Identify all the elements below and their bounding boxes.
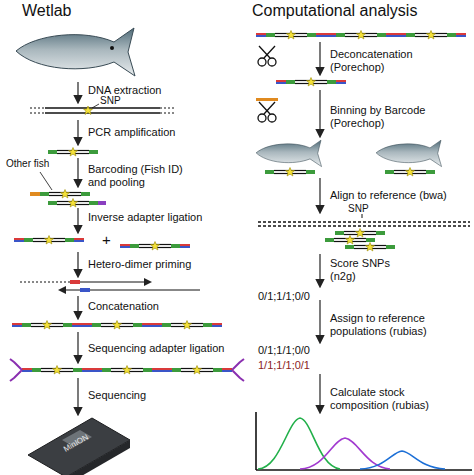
plus-sign: +	[102, 231, 111, 248]
callout-label: Other fish	[6, 158, 49, 170]
raw-read	[256, 31, 466, 40]
step-label: Score SNPs (n2g)	[330, 257, 396, 282]
binned-fish	[256, 140, 321, 166]
salmon-illustration	[16, 28, 135, 76]
genotype-string: 1/1;1/1;0/1	[258, 359, 310, 372]
step-label: DNA extraction	[88, 84, 161, 97]
genotype-string: 0/1;1/1;0/0	[258, 290, 310, 303]
snp-label: SNP	[348, 203, 369, 215]
binned-fish	[376, 140, 441, 166]
single-read	[276, 78, 346, 87]
step-label: Assign to reference populations (rubias)	[330, 312, 442, 337]
step-label: PCR amplification	[88, 126, 175, 139]
step-label: Sequencing adapter ligation	[88, 342, 224, 355]
fish-eye	[110, 46, 114, 50]
column-heading: Wetlab	[22, 2, 72, 20]
step-label: Inverse adapter ligation	[88, 211, 202, 224]
step-label: Align to reference (bwa)	[330, 189, 447, 202]
snp-label: SNP	[100, 95, 121, 107]
step-label: Concatenation	[88, 300, 159, 313]
step-arrows	[77, 82, 78, 414]
binned-read	[385, 168, 435, 177]
reference-alignment	[258, 214, 470, 251]
concatenated-amplicons	[12, 321, 222, 330]
step-label: Barcoding (Fish ID) and pooling	[88, 163, 194, 188]
genotype-string: 0/1;1/1;0/0	[258, 344, 310, 357]
minion-device	[28, 418, 130, 475]
step-label: Calculate stock composition (rubias)	[330, 386, 444, 411]
step-label: Sequencing	[88, 389, 146, 402]
step-label: Binning by Barcode (Porechop)	[330, 104, 436, 129]
hetero-dimer	[20, 280, 200, 292]
step-arrows	[319, 42, 320, 412]
scissors-icon	[256, 46, 278, 122]
step-label: Hetero-dimer priming	[88, 258, 191, 271]
column-heading: Computational analysis	[252, 2, 417, 20]
step-label: Deconcatenation (Porechop)	[330, 48, 422, 73]
pcr-amplicon	[48, 148, 98, 157]
stock-plot	[256, 412, 472, 470]
sequencing-library	[10, 359, 244, 381]
binned-read	[265, 168, 315, 177]
